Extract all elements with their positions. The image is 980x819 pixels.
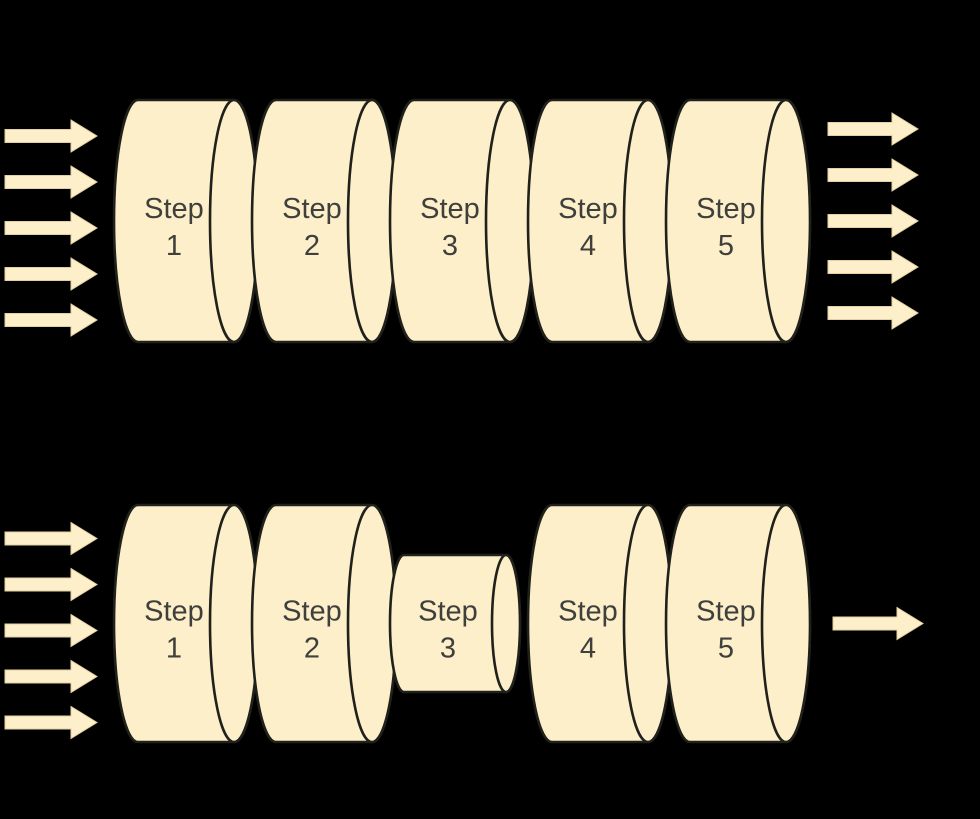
step-label-line-1: Step [696, 193, 756, 225]
input-arrow-5 [4, 705, 98, 740]
input-arrow-2 [4, 567, 98, 602]
pipeline-balanced: Step 1 Step 2 Step 3 Step 4 Step 5 [4, 98, 919, 344]
step-label-line-1: Step [420, 193, 480, 225]
step-label-line-1: Step [418, 596, 478, 628]
input-arrow-5 [4, 303, 98, 337]
step-label-line-2: 4 [580, 633, 596, 665]
pipeline-bottleneck: Step 1 Step 2 Step 3 Step 4 Step 5 [4, 503, 924, 744]
cylinder-step-2: Step 2 [250, 503, 398, 744]
cylinder-step-2: Step 2 [250, 98, 398, 344]
output-arrow-3 [827, 204, 919, 238]
step-label-line-1: Step [696, 596, 756, 628]
cylinder-step-4: Step 4 [526, 98, 674, 344]
cylinder-cap [760, 503, 812, 744]
input-arrow-2 [4, 165, 98, 199]
cylinder-step-1: Step 1 [112, 98, 260, 344]
step-label-line-2: 4 [580, 230, 596, 262]
step-label-line-2: 1 [166, 633, 182, 665]
input-arrow-3 [4, 613, 98, 648]
output-arrow-4 [827, 250, 919, 284]
step-label-line-2: 2 [304, 633, 320, 665]
cylinder-step-1: Step 1 [112, 503, 260, 744]
cylinder-step-5: Step 5 [664, 98, 812, 344]
cylinder-cap [760, 98, 812, 344]
output-arrow-5 [827, 296, 919, 330]
step-label-line-2: 1 [166, 230, 182, 262]
cylinder-step-4: Step 4 [526, 503, 674, 744]
input-arrow-1 [4, 521, 98, 556]
step-label-line-2: 2 [304, 230, 320, 262]
step-label-line-1: Step [282, 596, 342, 628]
output-arrow-2 [827, 158, 919, 192]
step-label-line-1: Step [558, 596, 618, 628]
input-arrow-3 [4, 211, 98, 245]
step-label-line-1: Step [144, 596, 204, 628]
step-label-line-1: Step [558, 193, 618, 225]
step-label-line-2: 3 [442, 230, 458, 262]
cylinder-step-5: Step 5 [664, 503, 812, 744]
input-arrow-4 [4, 659, 98, 694]
input-arrow-1 [4, 119, 98, 153]
cylinder-step-3: Step 3 [388, 98, 536, 344]
step-label-line-1: Step [282, 193, 342, 225]
output-arrow-1 [827, 112, 919, 146]
step-label-line-2: 3 [440, 633, 456, 665]
input-arrow-4 [4, 257, 98, 291]
step-label-line-2: 5 [718, 230, 734, 262]
output-arrow-1 [832, 606, 924, 641]
step-label-line-2: 5 [718, 633, 734, 665]
cylinder-step-3: Step 3 [388, 553, 522, 694]
step-label-line-1: Step [144, 193, 204, 225]
cylinder-cap [490, 553, 522, 694]
